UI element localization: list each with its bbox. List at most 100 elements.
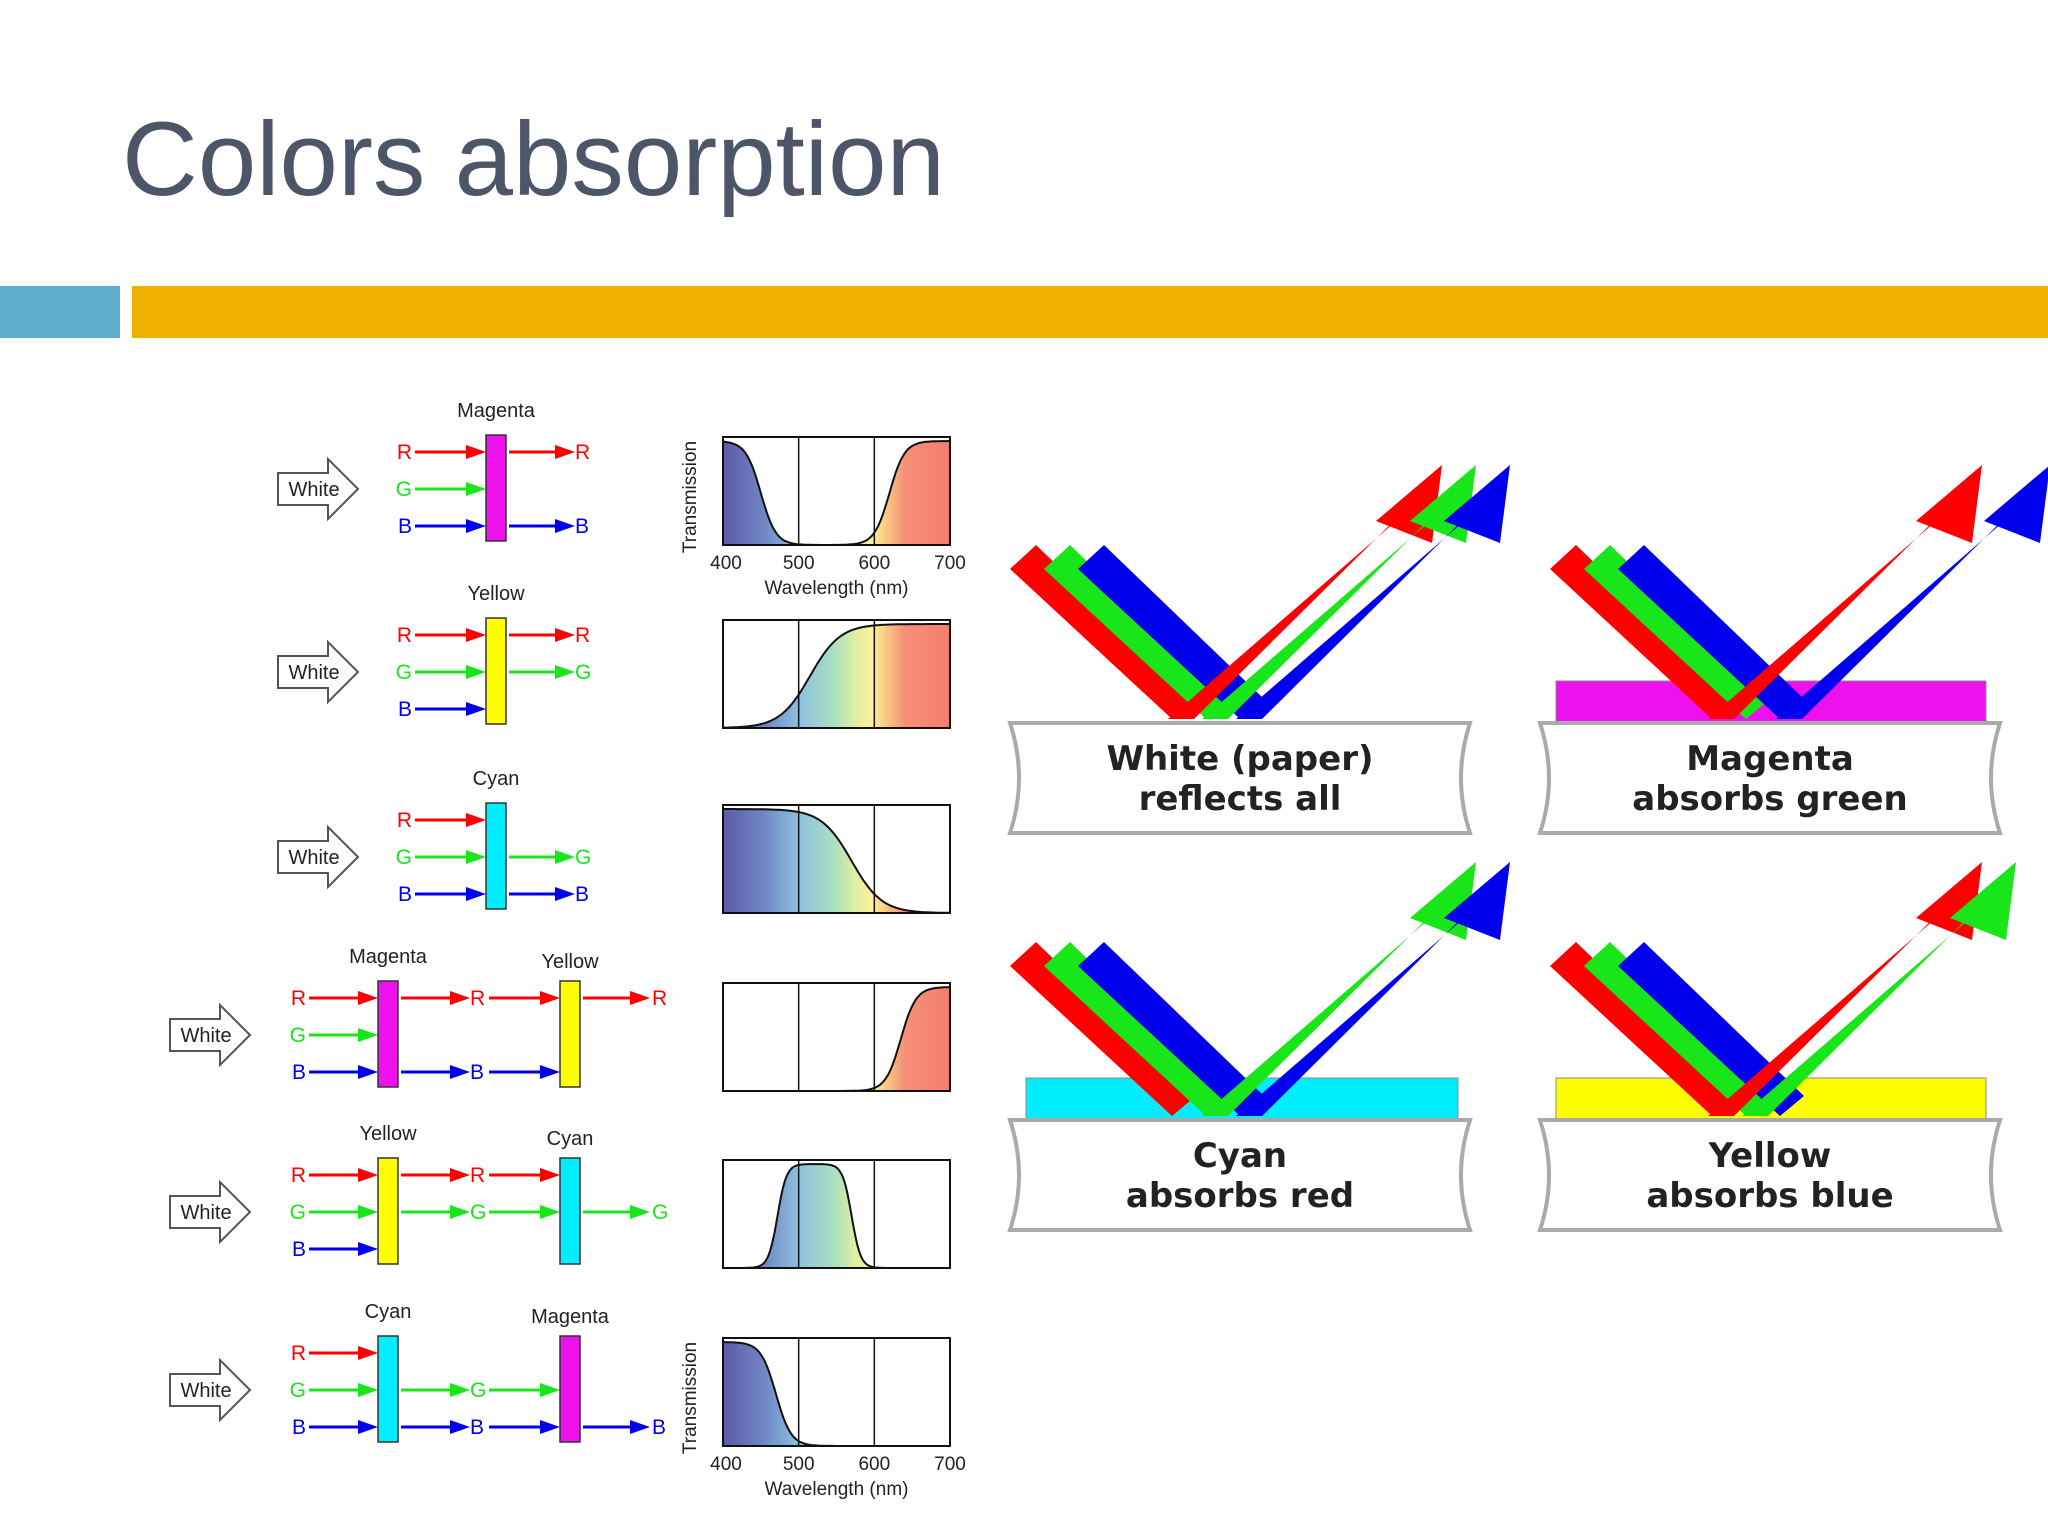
white-light-arrow [277,639,360,705]
green-transmission-fill [723,1164,950,1268]
output-green-arrow-head [555,665,575,679]
panel-caption-line1: Magenta [1686,739,1854,779]
plot-frame [722,1337,951,1447]
tick-label: 700 [934,553,966,574]
white-label: White [288,662,339,684]
slide-title: Colors absorption [122,101,945,218]
filter-label: Cyan [473,768,520,790]
input-blue-arrow-head [466,702,486,716]
output-label-green: G [575,661,591,684]
magenta-transmission-fill [723,441,950,545]
mid2-blue-arrow-head [540,1420,560,1434]
paper-base [1537,721,2003,835]
output-label-blue: B [575,515,589,538]
mid2-red-arrow-head [540,991,560,1005]
white-label: White [180,1380,231,1402]
output-label-red: R [575,441,590,464]
incoming-blue-beam [1078,942,1264,1116]
paper-base [1537,1118,2003,1232]
cyan-transmission-fill [723,809,950,913]
input-red-label: R [397,809,412,832]
input-blue-arrow-head [466,887,486,901]
input-red-arrow-head [466,445,486,459]
x-axis-label: Wavelength (nm) [765,1479,909,1500]
input-blue-label: B [292,1238,306,1261]
transmission-chart [722,804,951,914]
reflected-green-arrowhead [1950,862,2016,940]
filter-label: Yellow [359,1123,417,1145]
transmission-chart [722,619,951,729]
input-blue-arrow-head [358,1242,378,1256]
paper-base [1007,721,1473,835]
input-blue-label: B [292,1061,306,1084]
mid2-green-arrow-head [540,1205,560,1219]
incoming-green-beam [1584,942,1770,1116]
filter-label: Cyan [365,1301,412,1323]
filter-label: Magenta [531,1306,610,1328]
input-green-label: G [290,1201,306,1224]
input-green-label: G [396,661,412,684]
tick-label: 600 [858,1454,890,1475]
yellow-filter [559,980,581,1088]
transmission-chart [722,982,951,1092]
blue-transmission-fill [723,1342,950,1446]
mid-label-blue: B [470,1416,484,1439]
panel-caption-line1: Cyan [1193,1136,1287,1176]
accent-bar-blue [0,286,120,338]
red-transmission-fill [723,987,950,1091]
input-green-label: G [396,846,412,869]
mid-label-blue: B [470,1061,484,1084]
magenta-filter [559,1335,581,1443]
incoming-red-beam [1550,545,1736,719]
input-blue-label: B [398,698,412,721]
mid-label-red: R [470,987,485,1010]
y-axis-label: Transmission [680,1342,701,1454]
cyan-filter [559,1157,581,1265]
tick-label: 700 [934,1454,966,1475]
input-green-arrow-head [358,1205,378,1219]
mid-red-arrow-head [450,991,470,1005]
input-green-label: G [290,1379,306,1402]
mid-blue-arrow-head [450,1420,470,1434]
white-light-arrow [277,456,360,522]
white-label: White [288,479,339,501]
input-green-label: G [290,1024,306,1047]
panel-caption-line1: White (paper) [1106,739,1373,779]
tick-label: 400 [710,553,742,574]
x-axis-label: Wavelength (nm) [765,578,909,599]
incoming-red-beam [1010,942,1196,1116]
reflection-panel: White (paper)reflects all [1007,465,1510,835]
yellow-filter [485,617,507,725]
input-blue-label: B [398,515,412,538]
output-label-blue: B [575,883,589,906]
white-light-arrow [277,824,360,890]
mid2-red-arrow-head [540,1168,560,1182]
input-green-arrow-head [358,1383,378,1397]
input-red-label: R [397,441,412,464]
mid-label-green: G [470,1379,486,1402]
tick-label: 400 [710,1454,742,1475]
input-blue-arrow-head [466,519,486,533]
plot-frame [722,619,951,729]
magenta-filter [377,980,399,1088]
incoming-red-beam [1010,545,1196,719]
input-blue-arrow-head [358,1420,378,1434]
output-label-green: G [652,1201,668,1224]
output-label-red: R [652,987,667,1010]
tick-label: 500 [783,553,815,574]
input-red-arrow-head [466,628,486,642]
magenta-filter [485,434,507,542]
cyan-filter [485,802,507,910]
input-green-arrow-head [358,1028,378,1042]
incoming-green-beam [1584,545,1770,719]
incoming-blue-beam [1618,545,1804,719]
input-red-arrow-head [358,1346,378,1360]
input-blue-label: B [398,883,412,906]
transmission-chart [722,1159,951,1269]
plot-frame [722,1159,951,1269]
